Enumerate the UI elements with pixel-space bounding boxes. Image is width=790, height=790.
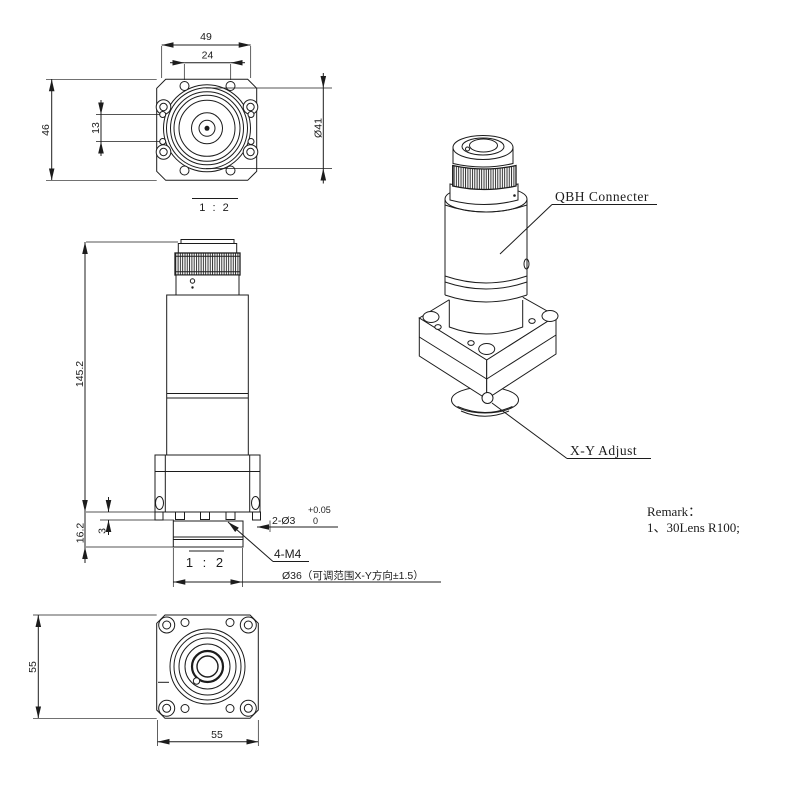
remark-block: Remark： 1、30Lens R100; bbox=[647, 504, 740, 535]
side-dim-pin-height: 3 bbox=[97, 497, 174, 535]
side-dim-total-height: 145.2 bbox=[74, 241, 178, 512]
dim-24: 24 bbox=[202, 50, 214, 62]
top-view-dim-height: 46 bbox=[40, 78, 157, 181]
iso-cylinder-stub bbox=[448, 296, 524, 335]
top-view-scale: 1 : 2 bbox=[192, 198, 238, 214]
top-view-center-dot bbox=[204, 125, 210, 131]
bottom-view: 55 55 bbox=[27, 614, 259, 746]
side-dim-nozzle: Ø36（可调范围X-Y方向±1.5） bbox=[172, 548, 441, 587]
side-view-scale: 1 : 2 bbox=[186, 550, 226, 570]
dim-16-2: 16.2 bbox=[75, 523, 87, 544]
isometric-view: QBH Connecter X-Y Adjust bbox=[418, 135, 657, 459]
dim-46: 46 bbox=[40, 124, 52, 136]
dim-o41: Ø41 bbox=[313, 118, 325, 138]
top-view-dim-diameter: Ø41 bbox=[206, 73, 332, 184]
qbh-connector-label: QBH Connecter bbox=[555, 189, 649, 204]
iso-label-xy-adjust: X-Y Adjust bbox=[491, 402, 651, 459]
remark-item-1: 1、30Lens R100; bbox=[647, 520, 740, 535]
dim-55-left: 55 bbox=[27, 661, 39, 673]
bottom-view-corner-screws bbox=[158, 616, 257, 717]
dim-145-2: 145.2 bbox=[74, 361, 86, 387]
side-dim-thread-holes: 4-M4 bbox=[227, 521, 309, 562]
top-view-dim-width: 49 bbox=[161, 31, 252, 78]
bottom-view-dim-width: 55 bbox=[157, 720, 259, 746]
side-cap-top bbox=[180, 239, 235, 244]
side-neck-index-hole bbox=[189, 278, 196, 284]
xy-adjust-label: X-Y Adjust bbox=[570, 443, 637, 458]
side-cap bbox=[177, 243, 238, 254]
top-view-concentric-circles bbox=[163, 84, 251, 173]
bottom-view-concentric-circles bbox=[158, 628, 246, 705]
side-body bbox=[166, 294, 249, 456]
iso-cap bbox=[452, 135, 514, 168]
dim-3: 3 bbox=[97, 528, 109, 534]
iso-side-hole bbox=[523, 258, 530, 270]
dim-49: 49 bbox=[200, 31, 212, 43]
dim-55-bottom: 55 bbox=[211, 729, 223, 741]
top-view-scale-label: 1 : 2 bbox=[199, 202, 230, 214]
side-flange bbox=[154, 454, 261, 513]
side-flange-hole-right bbox=[251, 496, 260, 510]
dim-4-m4: 4-M4 bbox=[274, 547, 302, 561]
iso-cap-index-hole bbox=[465, 146, 470, 152]
top-view: 49 24 46 13 bbox=[40, 31, 332, 214]
iso-adjust-screw-hole bbox=[481, 392, 494, 404]
bottom-view-flange-outline bbox=[156, 614, 259, 719]
iso-knurled-ring bbox=[452, 164, 517, 197]
side-pins bbox=[154, 511, 261, 521]
top-view-flange-outline bbox=[156, 78, 258, 181]
top-view-dim-bolt-spacing: 24 bbox=[170, 50, 245, 80]
side-dim-base-height: 16.2 bbox=[75, 511, 173, 563]
iso-box-holes bbox=[422, 310, 559, 404]
remark-title: Remark： bbox=[647, 504, 701, 519]
dim-2-o3-tol-lower: 0 bbox=[313, 516, 318, 526]
dim-o36: Ø36（可调范围X-Y方向±1.5） bbox=[282, 569, 424, 582]
side-neck bbox=[175, 274, 240, 296]
iso-collar-dot bbox=[513, 194, 516, 197]
bottom-view-set-screw bbox=[192, 677, 201, 685]
top-view-dowel-holes bbox=[159, 111, 255, 145]
bottom-view-edge-holes bbox=[180, 618, 235, 713]
side-flange-hole-left bbox=[155, 496, 164, 510]
dim-2-o3: 2-Ø3 bbox=[272, 515, 296, 527]
side-nozzle bbox=[172, 520, 244, 548]
side-view-scale-label: 1 : 2 bbox=[186, 555, 226, 570]
side-view: 145.2 16.2 3 2-Ø3 +0.05 0 4 bbox=[74, 239, 441, 587]
top-view-dim-hole-spacing: 13 bbox=[90, 100, 160, 156]
bottom-view-dim-height: 55 bbox=[27, 614, 157, 719]
side-dim-dowel-holes: 2-Ø3 +0.05 0 bbox=[257, 505, 338, 532]
side-knurled-ring bbox=[174, 252, 241, 276]
side-neck-index-dot bbox=[191, 286, 194, 289]
iso-label-qbh: QBH Connecter bbox=[499, 189, 657, 255]
dim-13: 13 bbox=[90, 122, 102, 134]
dim-2-o3-tol-upper: +0.05 bbox=[308, 505, 331, 515]
